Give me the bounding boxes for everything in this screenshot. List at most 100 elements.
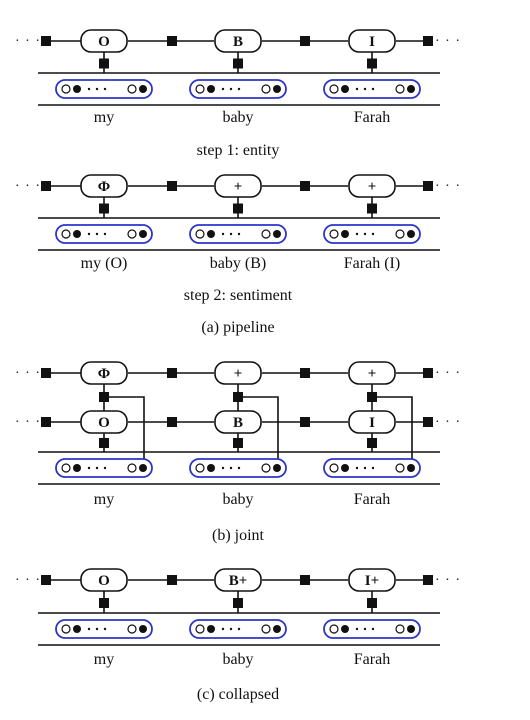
label-value: I [369, 34, 375, 50]
dot [355, 466, 359, 470]
filled-circle [139, 464, 147, 472]
embedding-row [38, 612, 440, 646]
emission-factor [233, 203, 243, 214]
dot [237, 232, 241, 236]
factor-node-right [423, 36, 433, 46]
filled-circle [73, 464, 81, 472]
word-embedding [55, 458, 153, 478]
ellipsis-right: · · · [435, 415, 461, 430]
filled-circle [341, 230, 349, 238]
filled-circle [139, 85, 147, 93]
filled-circle [273, 625, 281, 633]
word-embedding [323, 79, 421, 99]
panel-c-caption: (c) collapsed [197, 686, 279, 703]
transition-factor [300, 575, 310, 585]
label-value: B [233, 34, 243, 50]
factor-node-right [423, 575, 433, 585]
dot [95, 87, 99, 91]
word-embedding [189, 619, 287, 639]
filled-circle [407, 85, 415, 93]
factor-node-left [41, 36, 51, 46]
emission-factor [367, 598, 377, 608]
token-word: my [94, 491, 114, 508]
label-value: Φ [98, 366, 110, 382]
panel-a-caption: (a) pipeline [201, 319, 274, 336]
emission-factor [233, 598, 243, 608]
dot [221, 232, 225, 236]
factor-node-left [41, 575, 51, 585]
emission-factor [99, 438, 109, 448]
label-chain: · · ·· · ·Φ++ [15, 361, 460, 385]
factor-node-right [423, 417, 433, 427]
word-embedding [55, 224, 153, 244]
emission-factor [367, 58, 377, 69]
label-value: + [368, 179, 377, 195]
word-embedding [55, 79, 153, 99]
filled-circle [139, 230, 147, 238]
factor-node-right [423, 181, 433, 191]
dot [355, 87, 359, 91]
filled-circle [207, 464, 215, 472]
filled-circle [73, 85, 81, 93]
emission-factor [99, 203, 109, 214]
word-embedding [55, 619, 153, 639]
emission-factor [99, 58, 109, 69]
panel-b-caption: (b) joint [212, 527, 265, 544]
dot [371, 466, 375, 470]
token-word: my [94, 109, 114, 126]
factor-node-right [423, 368, 433, 378]
token-word: Farah [354, 109, 390, 126]
dot [363, 466, 367, 470]
token-word: my (O) [81, 255, 128, 272]
dot [229, 627, 233, 631]
dot [103, 627, 107, 631]
joint-factor [367, 392, 377, 402]
filled-circle [341, 625, 349, 633]
token-word: Farah [354, 651, 390, 668]
embedding-row [38, 217, 440, 251]
filled-circle [73, 230, 81, 238]
hollow-circle [61, 463, 71, 473]
transition-factor [167, 181, 177, 191]
emission-factor [367, 203, 377, 214]
hollow-circle [261, 229, 271, 239]
ellipsis-left: · · · [15, 366, 41, 381]
filled-circle [207, 85, 215, 93]
skip-edge [243, 396, 279, 468]
token-word: my [94, 651, 114, 668]
dot [87, 627, 91, 631]
dot [371, 627, 375, 631]
skip-edge [109, 396, 145, 468]
dot [355, 627, 359, 631]
factor-node-left [41, 181, 51, 191]
transition-factor [300, 36, 310, 46]
filled-circle [273, 230, 281, 238]
skip-edge [377, 396, 413, 468]
label-value: I [369, 415, 375, 431]
hollow-circle [61, 624, 71, 634]
hollow-circle [395, 624, 405, 634]
dot [87, 232, 91, 236]
dot [103, 87, 107, 91]
hollow-circle [127, 84, 137, 94]
filled-circle [207, 625, 215, 633]
hollow-circle [395, 84, 405, 94]
dot [371, 87, 375, 91]
word-embedding [323, 458, 421, 478]
dot [363, 627, 367, 631]
factor-node-left [41, 417, 51, 427]
label-value: + [234, 179, 243, 195]
step2-caption: step 2: sentiment [184, 287, 293, 304]
hollow-circle [195, 229, 205, 239]
word-embedding [189, 224, 287, 244]
word-embedding [323, 224, 421, 244]
dot [229, 232, 233, 236]
dot [95, 466, 99, 470]
ellipsis-left: · · · [15, 179, 41, 194]
transition-factor [300, 417, 310, 427]
ellipsis-right: · · · [435, 573, 461, 588]
hollow-circle [329, 229, 339, 239]
